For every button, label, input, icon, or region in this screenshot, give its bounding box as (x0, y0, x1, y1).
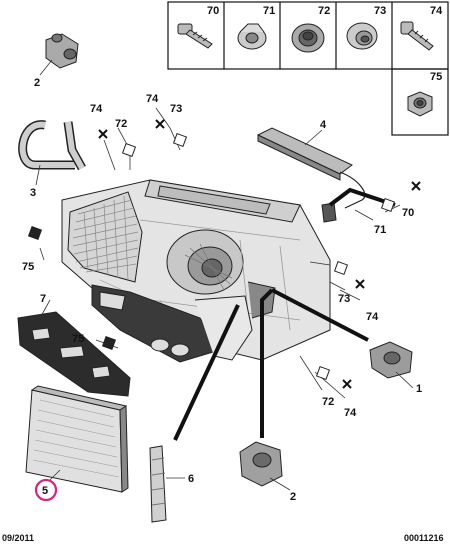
table-cell-72: 72 (291, 5, 330, 53)
callout-labels: 1 2 2 3 4 6 7 70 71 72 72 73 73 74 74 74… (22, 77, 422, 503)
callout-74b: 74 (146, 93, 159, 105)
callout-1: 1 (416, 383, 422, 395)
table-label-70: 70 (207, 5, 219, 17)
callout-2-bottom: 2 (290, 491, 296, 503)
marker-crosses (98, 119, 421, 389)
part-6-connector (149, 445, 167, 523)
table-cell-71: 71 (237, 5, 275, 50)
table-label-74: 74 (430, 5, 443, 17)
footer-date: 09/2011 (2, 533, 34, 543)
housing-base (91, 281, 276, 363)
callout-5: 5 (42, 485, 48, 497)
footer: 09/2011 00011216 (2, 533, 444, 543)
callout-6: 6 (188, 473, 194, 485)
part-2-actuator-top (45, 33, 79, 69)
callout-70: 70 (402, 207, 414, 219)
callout-73b: 73 (338, 293, 350, 305)
marker-squares (27, 132, 396, 381)
callout-3: 3 (30, 187, 36, 199)
nut-icon (407, 91, 433, 117)
table-cell-73: 73 (346, 5, 386, 50)
callout-72b: 72 (322, 396, 334, 408)
blower-motor (166, 229, 244, 295)
callout-71: 71 (374, 224, 386, 236)
footer-code: 00011216 (404, 533, 444, 543)
callout-74d: 74 (344, 407, 357, 419)
leader-lines (35, 59, 414, 491)
callout-75a: 75 (22, 261, 34, 273)
grommet-icon-73 (346, 22, 378, 50)
callout-7: 7 (40, 293, 46, 305)
reference-table (167, 1, 449, 136)
screw-icon (400, 21, 434, 51)
callout-2-top: 2 (34, 77, 40, 89)
callout-73a: 73 (170, 103, 182, 115)
air-inlet-grille (67, 191, 143, 283)
leader-wires (173, 187, 396, 441)
part-5-filter (25, 385, 129, 493)
part-3-pipes (18, 120, 86, 171)
part-2-actuator-bottom (239, 441, 283, 487)
callout-75b: 75 (72, 333, 84, 345)
highlight-ring (34, 478, 58, 502)
callout-5-highlight: 5 (34, 478, 58, 502)
part-1-actuator (369, 341, 413, 379)
part-7-panel (17, 311, 131, 397)
table-label-75: 75 (430, 71, 442, 83)
clip-icon (237, 23, 267, 50)
callout-4: 4 (320, 119, 327, 131)
table-cell-74: 74 (400, 5, 443, 51)
table-cell-70: 70 (177, 5, 219, 49)
table-label-71: 71 (263, 5, 275, 17)
part-4-heater-core (256, 127, 366, 223)
callout-74c: 74 (366, 311, 379, 323)
table-cell-75: 75 (407, 71, 442, 117)
table-label-72: 72 (318, 5, 330, 17)
grommet-icon-72 (291, 23, 325, 53)
bolt-icon (177, 23, 213, 49)
table-label-73: 73 (374, 5, 386, 17)
callout-74a: 74 (90, 103, 103, 115)
callout-72a: 72 (115, 118, 127, 130)
